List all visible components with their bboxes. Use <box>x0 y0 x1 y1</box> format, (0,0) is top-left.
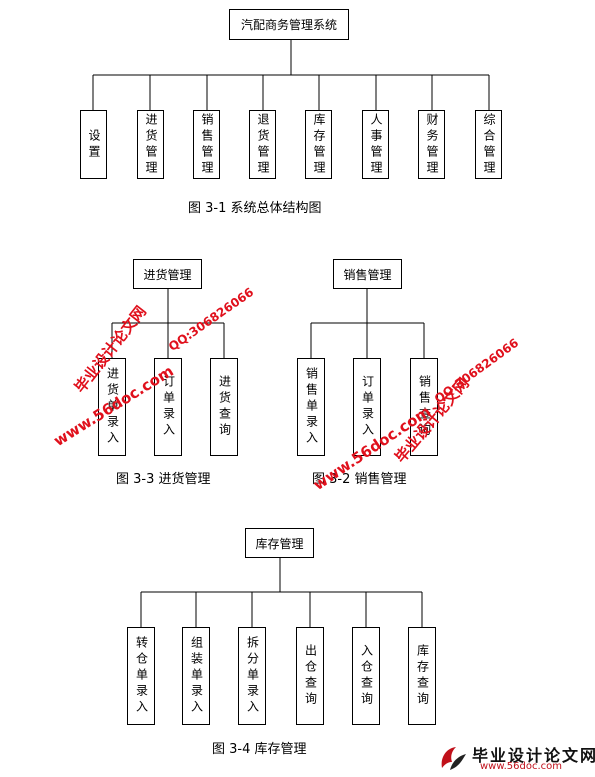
node-order-entry: 订单录入 <box>154 358 182 456</box>
node-general-mgmt: 综合管理 <box>475 110 502 179</box>
node-purchase-order-entry: 进货单录入 <box>98 358 126 456</box>
system-root-node: 汽配商务管理系统 <box>229 9 349 40</box>
node-transfer-entry: 转仓单录入 <box>127 627 155 725</box>
node-stock-query: 库存查询 <box>408 627 436 725</box>
node-inbound-query: 入仓查询 <box>352 627 380 725</box>
node-sales-mgmt: 销售管理 <box>193 110 220 179</box>
caption-figure-3-4: 图 3-4 库存管理 <box>212 742 307 757</box>
sales-root-node: 销售管理 <box>333 259 402 289</box>
caption-figure-3-2: 图 3-2 销售管理 <box>312 472 407 487</box>
node-finance-mgmt: 财务管理 <box>418 110 445 179</box>
caption-figure-3-1: 图 3-1 系统总体结构图 <box>188 201 322 216</box>
logo-mark-icon <box>441 747 466 770</box>
node-purchase-mgmt: 进货管理 <box>137 110 164 179</box>
node-sales-query: 销售查询 <box>410 358 438 456</box>
node-outbound-query: 出仓查询 <box>296 627 324 725</box>
inventory-root-node: 库存管理 <box>245 528 314 558</box>
node-sales-order-entry-2: 订单录入 <box>353 358 381 456</box>
node-purchase-query: 进货查询 <box>210 358 238 456</box>
node-inventory-mgmt: 库存管理 <box>305 110 332 179</box>
node-settings: 设置 <box>80 110 107 179</box>
node-hr-mgmt: 人事管理 <box>362 110 389 179</box>
system-root-label: 汽配商务管理系统 <box>240 18 337 32</box>
purchase-root-node: 进货管理 <box>133 259 202 289</box>
node-split-entry: 拆分单录入 <box>238 627 266 725</box>
logo-url: www.56doc.com <box>480 761 563 772</box>
site-logo: 毕业设计论文网 www.56doc.com <box>438 742 595 774</box>
node-return-mgmt: 退货管理 <box>249 110 276 179</box>
logo-text: 毕业设计论文网 <box>472 746 595 765</box>
node-assembly-entry: 组装单录入 <box>182 627 210 725</box>
node-sales-order-entry: 销售单录入 <box>297 358 325 456</box>
caption-figure-3-3: 图 3-3 进货管理 <box>116 472 211 487</box>
